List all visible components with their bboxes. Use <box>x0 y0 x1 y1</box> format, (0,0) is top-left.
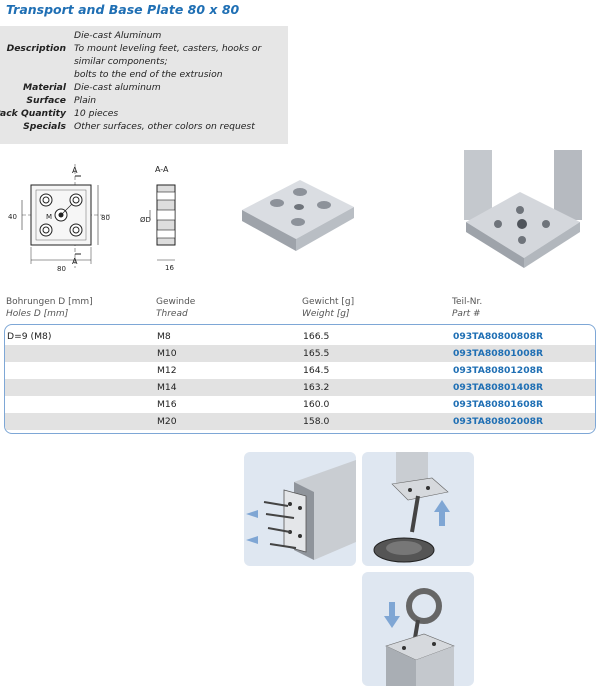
spec-value: Die-cast aluminum <box>74 82 161 93</box>
eye-bolt-illustration-panel <box>362 572 474 686</box>
cell-thread: M10 <box>157 348 177 359</box>
spec-panel: Die-cast Aluminum Description To mount l… <box>0 26 288 144</box>
cell-part-number[interactable]: 093TA80801208R <box>453 365 544 376</box>
cell-part-number[interactable]: 093TA80801608R <box>453 399 544 410</box>
cell-holes: D=9 (M8) <box>7 331 52 342</box>
spec-value: Other surfaces, other colors on request <box>74 121 255 132</box>
table-row: M14 163.2 093TA80801408R <box>5 379 595 396</box>
section-view-drawing: A-A 16 ØD <box>140 165 176 272</box>
column-header-holes: Bohrungen D [mm]Holes D [mm] <box>6 297 93 319</box>
cell-part-number[interactable]: 093TA80800808R <box>453 331 544 342</box>
column-header-weight: Gewicht [g]Weight [g] <box>302 297 355 319</box>
table-row: M12 164.5 093TA80801208R <box>5 362 595 379</box>
top-view-drawing: A A M 80 80 40 <box>8 164 112 273</box>
cell-thread: M20 <box>157 416 177 427</box>
cell-weight: 160.0 <box>303 399 330 410</box>
cell-weight: 164.5 <box>303 365 330 376</box>
cell-weight: 163.2 <box>303 382 330 393</box>
spec-label: Specials <box>23 121 66 132</box>
profile-render-image <box>464 150 582 268</box>
dim-hole-spacing: 40 <box>8 213 17 221</box>
cell-part-number[interactable]: 093TA80801408R <box>453 382 544 393</box>
cell-weight: 166.5 <box>303 331 330 342</box>
spec-value: bolts to the end of the extrusion <box>74 69 223 80</box>
parts-table: D=9 (M8) M8 166.5 093TA80800808R M10 165… <box>4 324 596 434</box>
spec-label: Material <box>23 82 66 93</box>
cell-weight: 165.5 <box>303 348 330 359</box>
cell-weight: 158.0 <box>303 416 330 427</box>
table-row: M16 160.0 093TA80801608R <box>5 396 595 413</box>
spec-label: Surface <box>26 95 66 106</box>
cell-part-number[interactable]: 093TA80802008R <box>453 416 544 427</box>
spec-value: Die-cast Aluminum <box>74 30 162 41</box>
cell-thread: M14 <box>157 382 177 393</box>
dim-width: 80 <box>57 265 66 273</box>
page-title: Transport and Base Plate 80 x 80 <box>6 2 240 17</box>
cell-thread: M12 <box>157 365 177 376</box>
dim-thickness: 16 <box>165 264 174 272</box>
table-row: D=9 (M8) M8 166.5 093TA80800808R <box>5 328 595 345</box>
section-mark-top: A <box>72 166 78 175</box>
mounting-illustration-image <box>246 460 356 560</box>
table-row: M20 158.0 093TA80802008R <box>5 413 595 430</box>
cell-part-number[interactable]: 093TA80801008R <box>453 348 544 359</box>
cell-thread: M16 <box>157 399 177 410</box>
leveling-foot-illustration-panel <box>362 452 474 566</box>
column-header-part: Teil-Nr.Part # <box>452 297 483 319</box>
dim-bore: ØD <box>140 216 151 224</box>
section-mark-bottom: A <box>72 257 78 266</box>
spec-label: Description <box>6 43 66 54</box>
spec-value: To mount leveling feet, casters, hooks o… <box>74 43 262 67</box>
dim-height: 80 <box>101 214 110 222</box>
plate-render-image <box>242 180 354 251</box>
mounting-illustration-panel <box>244 452 356 566</box>
spec-value: 10 pieces <box>74 108 119 119</box>
thread-mark: M <box>46 213 52 221</box>
section-label: A-A <box>155 165 169 174</box>
leveling-foot-illustration-image <box>373 452 450 563</box>
eye-bolt-illustration-image <box>384 588 455 686</box>
spec-label: Pack Quantity <box>0 108 66 119</box>
spec-value: Plain <box>74 95 97 106</box>
cell-thread: M8 <box>157 331 171 342</box>
table-row: M10 165.5 093TA80801008R <box>5 345 595 362</box>
